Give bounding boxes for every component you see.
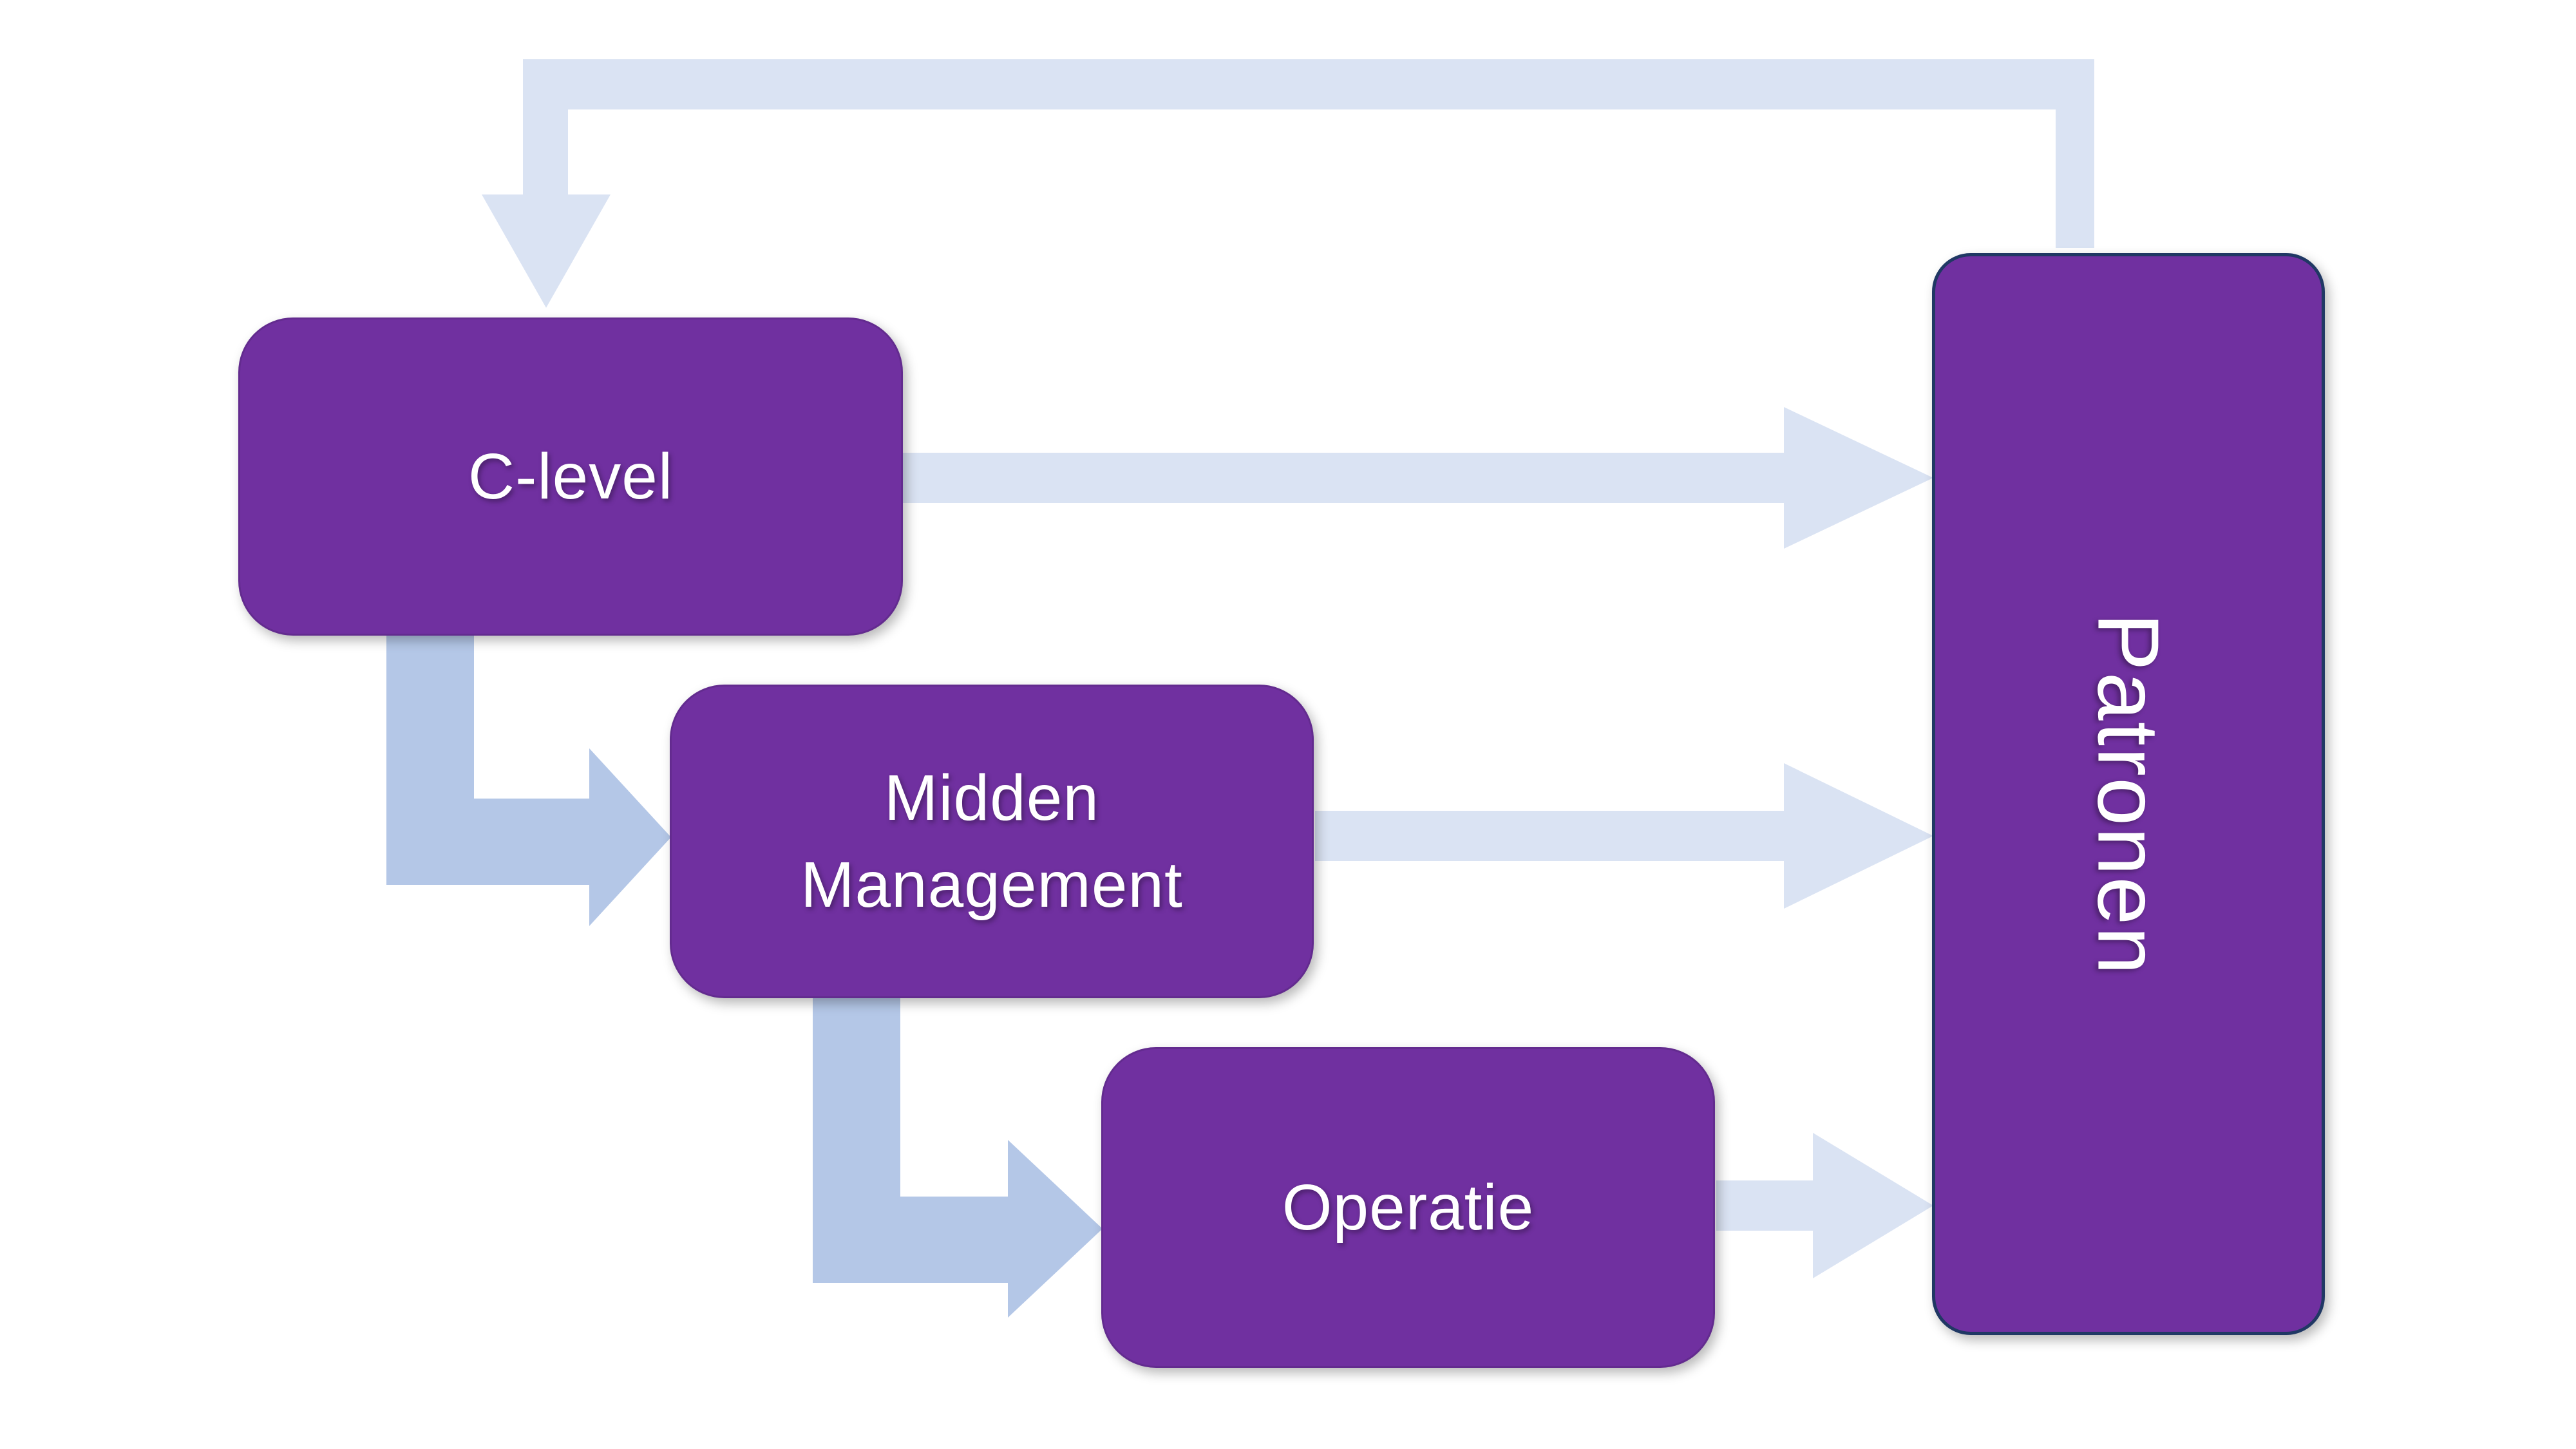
box-patronen: Patronen [1932,253,2325,1335]
box-midden-management: Midden Management [670,685,1314,998]
box-c-level: C-level [238,317,903,636]
arrow-midden-management-to-patronen [1315,763,1933,909]
arrow-midden-management-to-operatie [813,997,1103,1318]
box-operatie: Operatie [1101,1047,1715,1368]
arrow-operatie-to-patronen [1716,1133,1933,1278]
box-c-level-label: C-level [468,440,674,513]
arrow-c-level-to-patronen [902,407,1933,549]
arrow-patronen-to-c-level [482,59,2094,308]
box-midden-management-label-line2: Management [800,848,1183,921]
box-midden-management-label-line1: Midden [884,761,1099,834]
box-patronen-label: Patronen [2079,612,2177,976]
box-operatie-label: Operatie [1282,1171,1535,1244]
arrow-c-level-to-midden-management [386,634,671,926]
box-midden-management-label: Midden Management [800,755,1183,929]
